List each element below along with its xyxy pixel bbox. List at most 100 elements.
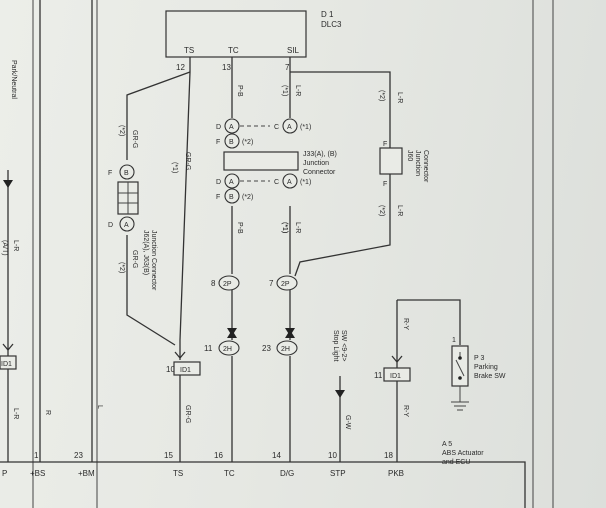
lr2-wire-label: L-R	[294, 222, 301, 233]
term-dg: D/G	[280, 469, 294, 478]
id1-label-left: ID1	[1, 361, 12, 368]
2p-a-circle	[218, 275, 240, 291]
id1-label-ts: ID1	[180, 367, 191, 374]
conn-a2: A	[229, 179, 234, 186]
j60-line2: Junction	[414, 150, 421, 176]
j62-a-circle	[119, 216, 135, 232]
j33-b2-circle	[224, 188, 240, 204]
j60-return-wire	[294, 174, 391, 277]
grg3-wire-label: GR-G	[184, 152, 191, 170]
conn-b1: B	[229, 139, 234, 146]
pin-13: 13	[222, 63, 231, 72]
pb2-wire-label: P-B	[236, 222, 243, 234]
pin-23: 23	[262, 344, 271, 353]
j33-line3: Connector	[303, 169, 336, 176]
j62-f: F	[108, 170, 112, 177]
pkb-to-switch-wire	[397, 299, 461, 345]
j33-name: J33(A), (B)	[303, 151, 337, 158]
c2p-a: 2P	[223, 281, 232, 288]
bottom-pin-16: 16	[214, 451, 223, 460]
chevron-up-icon	[227, 330, 237, 338]
note-p1b: (*1)	[281, 85, 288, 96]
p3-pin1: 1	[452, 337, 456, 344]
note-p2e: (*2)	[242, 139, 253, 146]
chevron-down-icon	[2, 343, 14, 352]
dlc3-ref: D 1	[321, 10, 334, 19]
sil-branch-wire	[290, 71, 391, 148]
dlc3-name: DLC3	[321, 20, 342, 29]
conn-a2b: A	[287, 179, 292, 186]
term-bs: +BS	[30, 469, 45, 478]
r-wire-label: R	[44, 410, 51, 415]
note-p2b: (*2)	[118, 262, 125, 273]
c2p-b: 2P	[281, 281, 290, 288]
bottom-pin-15: 15	[164, 451, 173, 460]
term-tc: TC	[224, 469, 235, 478]
term-stp: STP	[330, 469, 346, 478]
note-p1c: (*1)	[281, 222, 288, 233]
lr-wire-label: L-R	[294, 85, 301, 96]
note-p2: (*2)	[118, 125, 125, 136]
id1-box-left	[0, 355, 17, 370]
grg4-wire-label: GR-G	[184, 405, 191, 423]
j33-a2b-circle	[282, 173, 298, 189]
j33-line2: Junction	[303, 160, 329, 167]
conn-d2: D	[216, 179, 221, 186]
abs-ecu-outline	[0, 461, 526, 508]
note-p1f: (*1)	[281, 222, 288, 233]
note-p1d: (*1)	[300, 124, 311, 131]
j60-name: J60	[406, 150, 413, 161]
ts-return-wire	[126, 235, 176, 346]
gw-wire-label: G-W	[344, 415, 351, 430]
2p-b-circle	[276, 275, 298, 291]
a5-ref: A 5	[442, 441, 452, 448]
j33-body	[223, 151, 299, 171]
note-p2c: (*2)	[378, 90, 385, 101]
dlc3-pin-tc: TC	[228, 46, 239, 55]
j60-f1: F	[383, 141, 387, 148]
p3-line2: Parking	[474, 364, 498, 371]
conn-a1: A	[229, 124, 234, 131]
conn-f2: F	[216, 194, 220, 201]
ts-branch-wire	[126, 71, 191, 160]
grg-wire-label: GR-G	[131, 130, 138, 148]
pb-wire-label: P-B	[236, 85, 243, 97]
j62-b-circle	[119, 164, 135, 180]
c2h-a: 2H	[223, 346, 232, 353]
pin-12: 12	[176, 63, 185, 72]
j60-box	[379, 147, 403, 175]
pin-7b: 7	[269, 279, 274, 288]
ts-wire	[179, 57, 191, 360]
bottom-pin-10: 10	[328, 451, 337, 460]
dlc3-pin-ts: TS	[184, 46, 194, 55]
id1-pin10: 10	[166, 365, 175, 374]
j62-b: B	[124, 170, 129, 177]
note-p1: (*1)	[171, 162, 178, 173]
conn-c1: C	[274, 124, 279, 131]
note-p2f: (*2)	[242, 194, 253, 201]
left-label: Park/Neutral	[10, 60, 17, 99]
conn-f1: F	[216, 139, 220, 146]
conn-d1: D	[216, 124, 221, 131]
arrow-down-icon	[3, 180, 13, 188]
term-pkb: PKB	[388, 469, 404, 478]
c2h-b: 2H	[281, 346, 290, 353]
ground-icon	[451, 386, 469, 411]
ry-wire-label: R-Y	[402, 318, 409, 330]
id1-box-ts	[173, 361, 201, 376]
note-p2d: (*2)	[378, 205, 385, 216]
j62-line2: Junction Connector	[150, 230, 157, 291]
stop-line2: SW <9-2>	[340, 330, 347, 362]
j33-b1-circle	[224, 133, 240, 149]
pin-7: 7	[285, 63, 290, 72]
j62-a: A	[124, 222, 129, 229]
stop-line1: Stop Light	[332, 330, 339, 362]
conn-a1b: A	[287, 124, 292, 131]
chevron-down-icon	[391, 355, 403, 364]
conn-c2: C	[274, 179, 279, 186]
chevron-up-icon	[285, 330, 295, 338]
2h-b-circle	[276, 340, 298, 356]
j33-a1-circle	[224, 118, 240, 134]
